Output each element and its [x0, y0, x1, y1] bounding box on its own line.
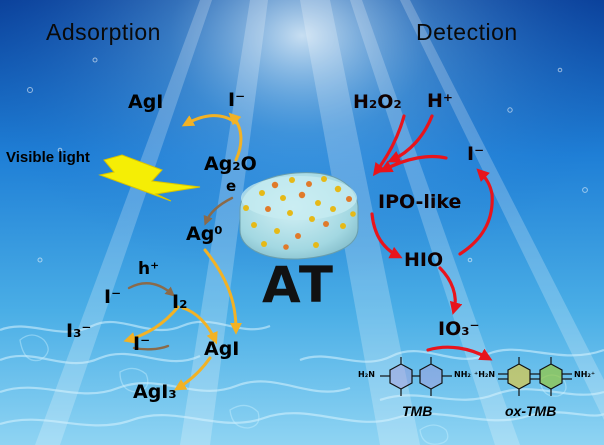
label-iodide-low: I⁻ — [133, 333, 151, 355]
label-tmb-right-group: NH₂ — [454, 370, 471, 379]
label-ag0: Ag⁰ — [186, 223, 223, 245]
label-agi-top: AgI — [128, 91, 164, 113]
arrow-agi-to-agi3 — [173, 356, 212, 391]
arrow-iodide-in — [379, 154, 448, 173]
label-i2: I₂ — [172, 291, 188, 313]
label-h2o2: H₂O₂ — [353, 91, 402, 113]
arrow-electron-transfer — [203, 196, 234, 226]
arrow-h2o2-in — [372, 114, 406, 177]
ox-tmb-molecule-icon — [498, 357, 572, 396]
label-tmb-left-group: H₂N — [358, 370, 375, 379]
label-oxtmb-right-group: NH₂⁺ — [574, 370, 596, 379]
label-iodide-top: I⁻ — [228, 89, 246, 111]
label-electron: e — [226, 177, 237, 195]
label-ox-tmb: ox-TMB — [505, 403, 557, 419]
arrow-ag2o-to-iodide — [228, 112, 243, 162]
label-agi3: AgI₃ — [133, 381, 177, 403]
label-i3: I₃⁻ — [66, 320, 92, 342]
heading-adsorption: Adsorption — [46, 19, 161, 45]
label-oxtmb-left-group: ⁺H₂N — [474, 370, 496, 379]
label-iodide-mid: I⁻ — [104, 286, 122, 308]
arrow-i2-to-i3 — [123, 305, 180, 344]
olive-arrows — [127, 196, 234, 351]
light-rays — [35, 0, 604, 445]
label-tmb: TMB — [402, 403, 433, 419]
arrow-hio-to-io3 — [438, 266, 463, 315]
lightning-bolt-icon — [98, 154, 201, 202]
material-disc — [239, 172, 359, 260]
label-ipo-like: IPO-like — [378, 191, 462, 213]
arrow-i2-to-agi — [181, 306, 218, 345]
label-io3: IO₃⁻ — [438, 318, 480, 340]
arrow-ag0-to-agi — [203, 248, 242, 335]
bubbles — [27, 57, 588, 263]
yellow-arrows — [123, 112, 243, 391]
nanoparticles — [243, 176, 356, 250]
red-arrows — [370, 114, 494, 361]
tmb-molecule-icon — [380, 357, 452, 396]
label-ag2o: Ag₂O — [204, 153, 257, 175]
label-hole: h⁺ — [138, 259, 160, 279]
arrow-hio-to-iodide — [458, 168, 494, 256]
arrow-proton-in — [387, 114, 434, 163]
label-iodide-right: I⁻ — [467, 143, 485, 165]
label-hio: HIO — [404, 249, 444, 271]
label-proton: H⁺ — [427, 90, 453, 112]
heading-detection: Detection — [416, 19, 518, 45]
label-material-at: AT — [262, 256, 335, 314]
arrow-to-hio — [370, 212, 403, 259]
label-visible-light: Visible light — [6, 149, 90, 166]
arrow-hole-oxidation — [127, 282, 175, 297]
label-agi-low: AgI — [204, 338, 240, 360]
arrow-iodide-join — [132, 344, 170, 351]
arrow-io3-to-oxtmb — [426, 345, 493, 361]
